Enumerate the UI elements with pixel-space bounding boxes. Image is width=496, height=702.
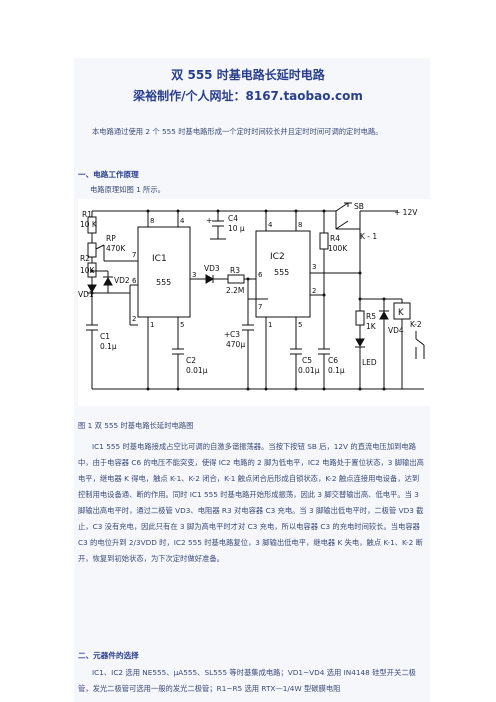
section-heading-components: 二、元器件的选择 [78,651,139,660]
label-r1: R1 [82,210,92,219]
label-c2-value: 0.01μ [186,366,208,375]
label-c2: C2 [186,356,196,365]
document-subtitle: 梁裕制作/个人网址：8167.taobao.com [133,89,363,103]
principle-paragraph: IC1 555 时基电路接成占空比可调的自激多谐振荡器。当按下按钮 SB 后，1… [78,442,424,563]
pin-ic2-2: 2 [312,287,316,295]
label-r4: R4 [330,234,340,243]
label-c4-value: 10 μ [228,224,245,233]
label-r2-value: 10K [80,266,96,275]
label-vd4: VD4 [388,326,404,335]
components-paragraph: IC1、IC2 选用 NE555、μA555、SL555 等时基集成电路；VD1… [78,668,416,693]
intro-paragraph: 本电路通过使用 2 个 555 时基电路形成一个定时时间较长并且定时时间可调的定… [92,127,383,136]
label-vd1: VD1 [78,290,94,299]
circuit-diagram: R1 10 K RP 470K R2 10K VD1 VD2 C1 0.1μ I… [78,199,433,406]
label-12v: + 12V [394,208,418,217]
label-led: LED [362,358,377,367]
label-r3-value: 2.2M [226,286,244,295]
label-vd3: VD3 [204,264,220,273]
figure-lead-text: 电路原理如图 1 所示。 [90,185,165,194]
label-k2: K-2 [410,320,422,329]
pin-ic1-2: 2 [132,315,136,323]
label-c1-value: 0.1μ [100,342,117,351]
pin-ic1-1: 1 [150,321,154,329]
label-rp: RP [106,234,116,243]
pin-ic2-6: 6 [258,271,263,279]
label-r4-value: 100K [328,244,348,253]
document-title: 双 555 时基电路长延时电路 [171,68,325,82]
pin-ic1-7: 7 [132,251,136,259]
pin-ic2-1: 1 [268,321,272,329]
label-sb: SB [354,202,364,211]
label-r1-value: 10 K [80,220,98,229]
label-c3-plus: + [224,330,230,339]
label-ic1-type: 555 [156,278,171,287]
label-c4: C4 [228,214,238,223]
figure-caption: 图 1 双 555 时基电路长延时电路图 [78,421,194,430]
label-c5-value: 0.01μ [298,366,320,375]
pin-ic2-3: 3 [312,263,316,271]
label-c1: C1 [100,332,110,341]
label-r5: R5 [366,312,376,321]
label-relay-k: K [398,308,404,318]
label-c5: C5 [302,356,312,365]
label-c6-value: 0.1μ [328,366,345,375]
label-ic2: IC2 [270,252,285,262]
label-r3: R3 [230,266,240,275]
label-c4-plus: + [206,216,212,225]
label-rp-value: 470K [106,244,126,253]
pin-ic1-5: 5 [180,321,184,329]
pin-ic2-8: 8 [298,221,302,229]
label-ic2-type: 555 [274,268,289,277]
label-ic1: IC1 [152,254,167,264]
label-c3: C3 [230,330,240,339]
section-heading-principle: 一、电路工作原理 [78,170,139,179]
pin-ic2-5: 5 [298,321,302,329]
pin-ic1-4: 4 [180,217,185,225]
label-k1: K - 1 [360,232,377,241]
pin-ic2-4: 4 [268,221,273,229]
label-c3-value: 470μ [226,340,245,349]
label-c6: C6 [328,356,338,365]
pin-ic1-6: 6 [132,277,137,285]
pin-ic1-3: 3 [192,271,196,279]
label-vd2: VD2 [114,276,130,285]
pin-ic2-7: 7 [258,303,262,311]
label-r2: R2 [80,254,90,263]
pin-ic1-8: 8 [150,217,154,225]
label-r5-value: 1K [366,322,377,331]
